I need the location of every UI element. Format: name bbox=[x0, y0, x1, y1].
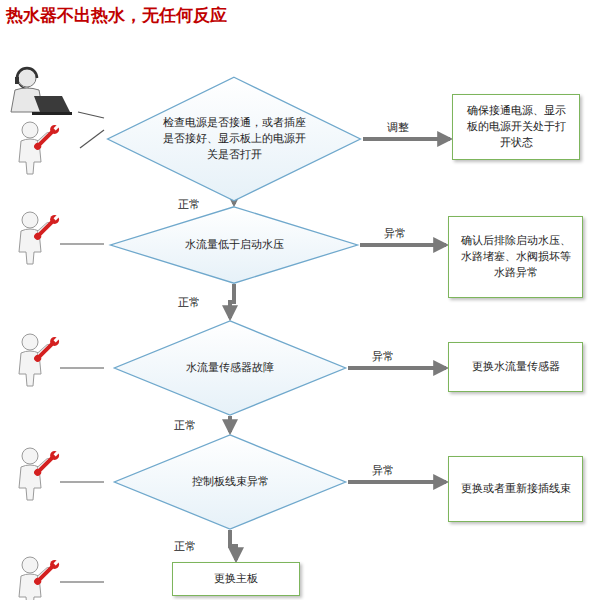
flow-arrow bbox=[348, 366, 446, 370]
worker-icon bbox=[19, 448, 62, 500]
decision-diamond: 控制板线束异常 bbox=[112, 434, 348, 530]
node-text: 水流量传感器故障 bbox=[162, 360, 299, 376]
edge-label: 异常 bbox=[370, 463, 396, 478]
flow-arrow bbox=[228, 416, 232, 432]
node-text: 检查电源是否接通，或者插座是否接好、显示板上的电源开关是否打开 bbox=[159, 115, 309, 163]
edge-label: 正常 bbox=[172, 539, 198, 554]
flow-arrow bbox=[360, 243, 446, 247]
process-box: 更换水流量传感器 bbox=[448, 342, 583, 392]
process-box: 更换或者重新接插线束 bbox=[448, 456, 583, 522]
node-text: 确保接通电源、显示板的电源开关处于打开状态 bbox=[463, 103, 569, 151]
process-box: 确认后排除启动水压、水路堵塞、水阀损坏等水路异常 bbox=[448, 216, 583, 298]
flow-arrow bbox=[230, 284, 234, 318]
decision-diamond: 检查电源是否接通，或者插座是否接好、显示板上的电源开关是否打开 bbox=[105, 76, 363, 202]
node-text: 确认后排除启动水压、水路堵塞、水阀损坏等水路异常 bbox=[459, 233, 572, 281]
decision-diamond: 水流量传感器故障 bbox=[112, 320, 348, 416]
title: 热水器不出热水，无任何反应 bbox=[6, 4, 227, 27]
process-box: 更换主板 bbox=[172, 562, 300, 596]
leader-line bbox=[60, 112, 104, 582]
node-text: 控制板线束异常 bbox=[162, 474, 299, 490]
node-text: 更换或者重新接插线束 bbox=[459, 481, 572, 497]
edge-label: 正常 bbox=[176, 197, 202, 212]
edge-label: 调整 bbox=[385, 120, 411, 135]
node-text: 更换主板 bbox=[183, 571, 289, 587]
edge-label: 异常 bbox=[370, 349, 396, 364]
process-box: 确保接通电源、显示板的电源开关处于打开状态 bbox=[452, 94, 580, 160]
edge-label: 正常 bbox=[172, 418, 198, 433]
worker-icon bbox=[19, 557, 62, 600]
operator-icon bbox=[11, 68, 72, 115]
node-text: 更换水流量传感器 bbox=[459, 359, 572, 375]
flow-arrow bbox=[363, 137, 450, 141]
worker-icon bbox=[19, 122, 62, 174]
decision-diamond: 水流量低于启动水压 bbox=[108, 206, 360, 284]
edge-label: 正常 bbox=[176, 295, 202, 310]
flow-arrow bbox=[230, 530, 236, 560]
edge-label: 异常 bbox=[382, 226, 408, 241]
flow-arrow bbox=[348, 480, 446, 484]
worker-icon bbox=[19, 334, 62, 386]
flow-arrow bbox=[232, 202, 236, 204]
worker-icon bbox=[19, 212, 62, 264]
node-text: 水流量低于启动水压 bbox=[161, 237, 307, 253]
